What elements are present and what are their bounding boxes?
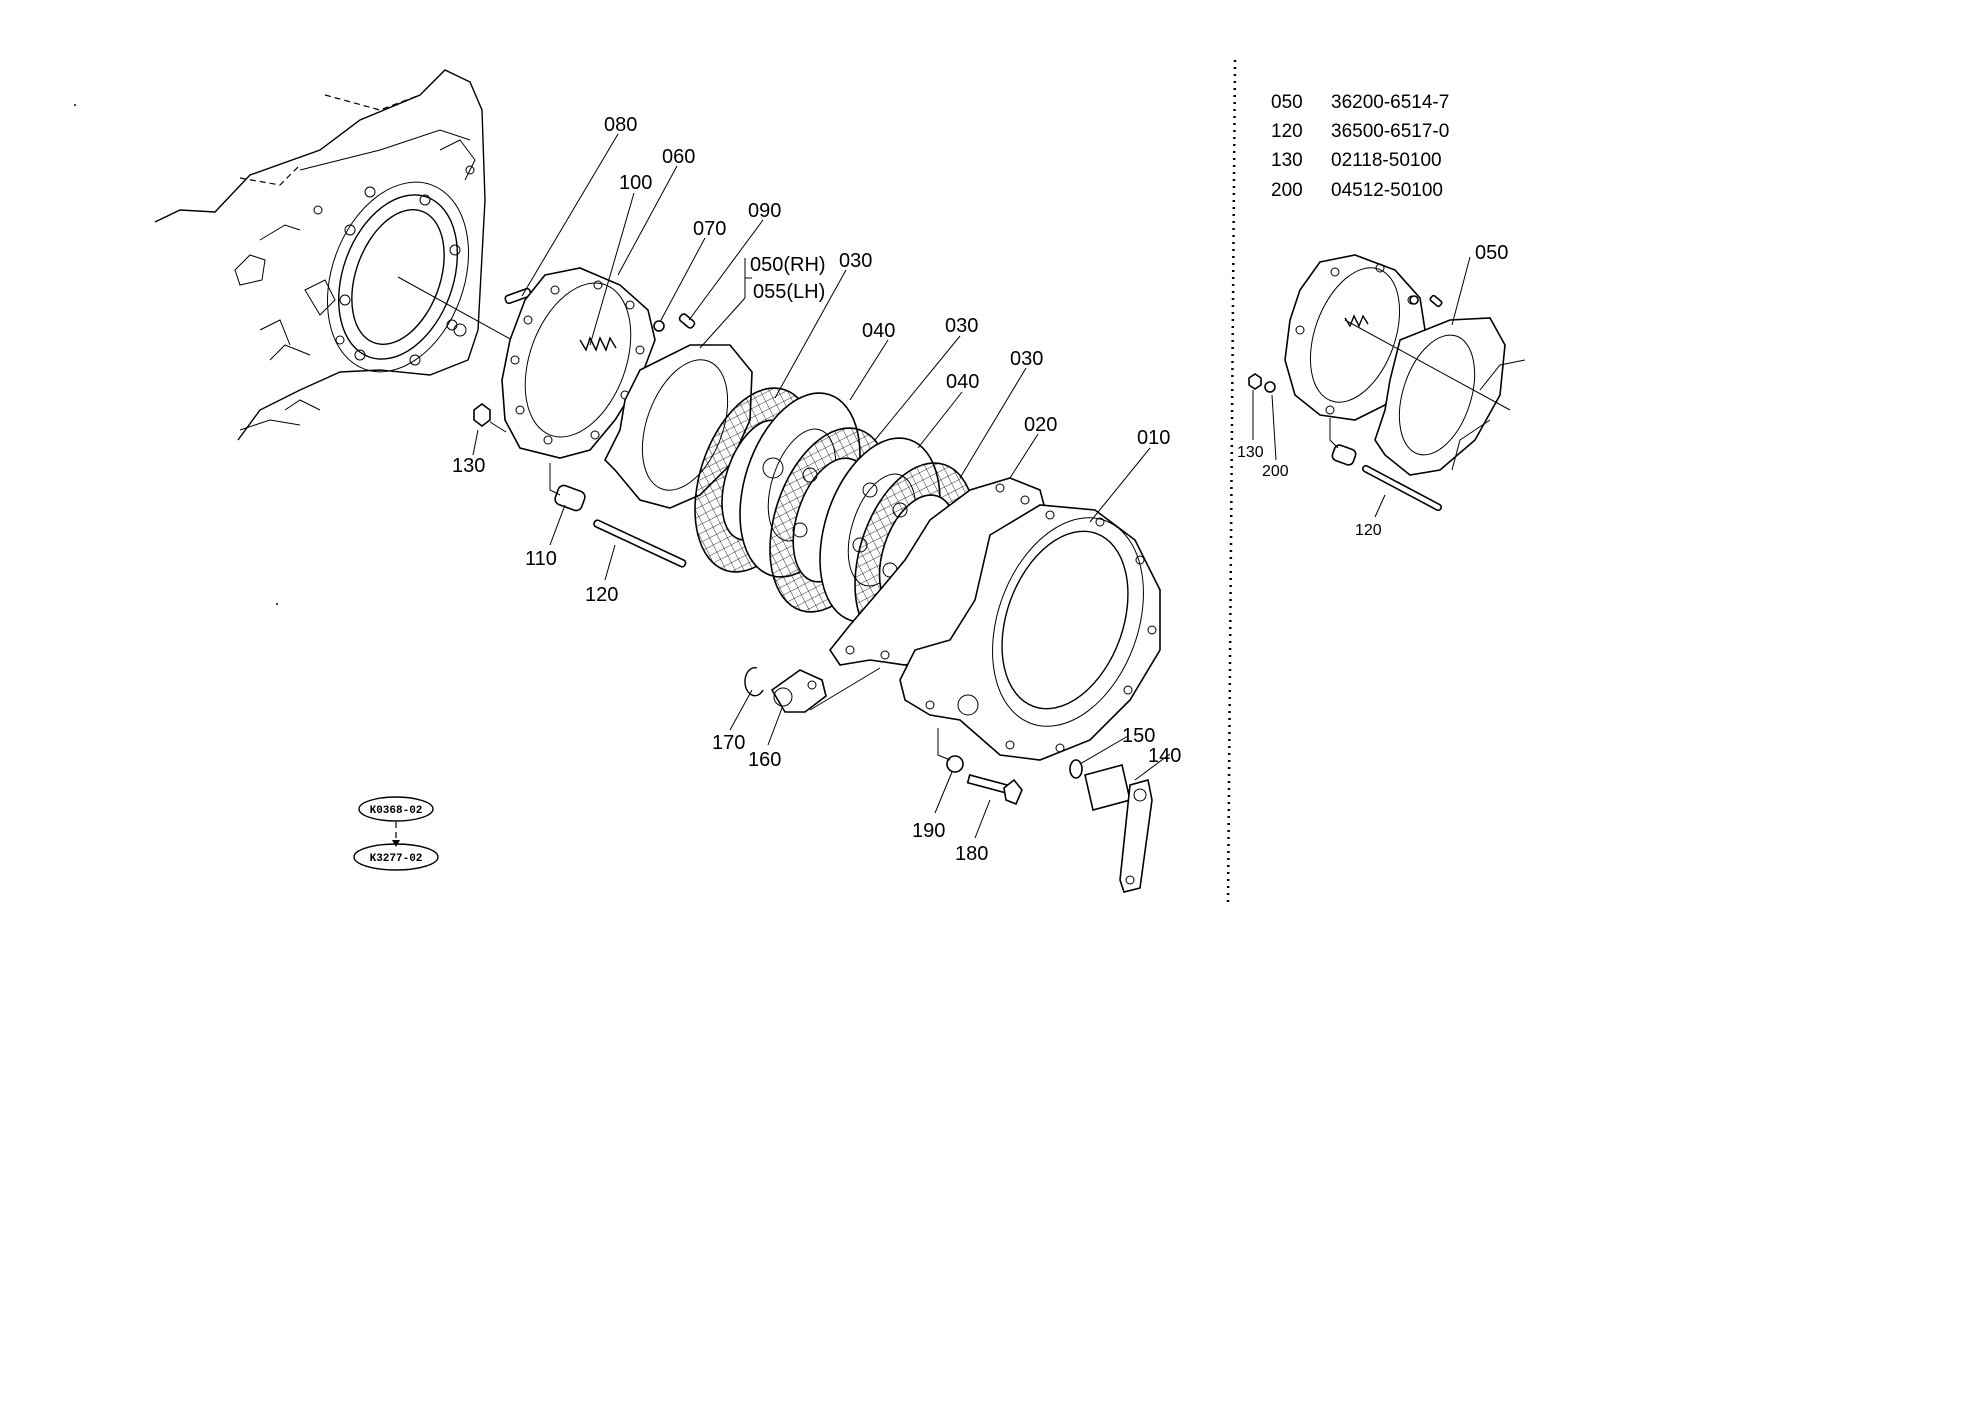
part-010-brake-housing xyxy=(899,504,1161,761)
exploded-parts-diagram: 080 060 100 070 090 050(RH) 055(LH) 030 … xyxy=(74,59,1526,906)
part-120-stud xyxy=(593,519,687,568)
inset-callout-130: 130 xyxy=(1237,444,1264,461)
speck xyxy=(74,104,76,106)
table-row-part-no: 36500-6517-0 xyxy=(1331,121,1449,142)
callout-leader-lines xyxy=(472,133,1171,839)
callout-140: 140 xyxy=(1148,745,1181,767)
table-row-ref: 200 xyxy=(1271,180,1303,201)
callout-050-rh: 050(RH) xyxy=(750,254,826,276)
callout-120: 120 xyxy=(585,584,618,606)
callout-055-lh: 055(LH) xyxy=(753,281,825,303)
callout-030-c: 030 xyxy=(1010,348,1043,370)
callout-110: 110 xyxy=(525,548,557,570)
inset-callout-050: 050 xyxy=(1475,242,1508,264)
table-row-part-no: 02118-50100 xyxy=(1331,150,1442,171)
callout-030-b: 030 xyxy=(945,315,978,337)
part-090-pin xyxy=(678,313,696,329)
page-reference-from[interactable]: K0368-02 xyxy=(358,796,434,822)
callout-190: 190 xyxy=(912,820,945,842)
callout-040-b: 040 xyxy=(946,371,979,393)
part-190-washer xyxy=(946,755,964,773)
inset-callout-120: 120 xyxy=(1355,522,1382,539)
callout-130: 130 xyxy=(452,455,485,477)
callout-020: 020 xyxy=(1024,414,1057,436)
part-170-circlip xyxy=(744,667,764,697)
table-row-part-no: 36200-6514-7 xyxy=(1331,92,1449,113)
table-row-ref: 120 xyxy=(1271,121,1303,142)
speck xyxy=(276,603,278,605)
table-row-ref: 130 xyxy=(1271,150,1303,171)
part-070-ball xyxy=(653,320,665,332)
part-160-lever xyxy=(770,669,827,713)
callout-100: 100 xyxy=(619,172,652,194)
part-180-bolt xyxy=(966,773,1023,806)
page-ref-to-label: K3277-02 xyxy=(370,853,423,865)
table-row-ref: 050 xyxy=(1271,92,1303,113)
inset-variant-drawing: 050 130 200 120 xyxy=(1237,242,1526,539)
part-110-collar xyxy=(554,484,586,512)
nut-axis-line xyxy=(489,421,507,433)
callout-labels: 080 060 100 070 090 050(RH) 055(LH) 030 … xyxy=(452,114,1181,865)
inset-callout-200: 200 xyxy=(1262,463,1289,480)
callout-030-a: 030 xyxy=(839,250,872,272)
part-140-shaft-arm xyxy=(1084,764,1153,893)
callout-080: 080 xyxy=(604,114,637,136)
part-060-plate xyxy=(501,267,656,459)
part-150-o-ring xyxy=(1069,759,1083,779)
callout-070: 070 xyxy=(693,218,726,240)
collar-leader-line xyxy=(549,463,561,496)
callout-170: 170 xyxy=(712,732,745,754)
part-100-spring xyxy=(579,336,617,352)
callout-180: 180 xyxy=(955,843,988,865)
callout-040-a: 040 xyxy=(862,320,895,342)
lever-axis-line xyxy=(809,667,881,711)
transmission-case-drawing xyxy=(154,69,486,441)
callout-160: 160 xyxy=(748,749,781,771)
part-130-nut xyxy=(473,403,491,427)
bolt-leader-line xyxy=(937,728,951,761)
part-number-table: 050 36200-6514-7 120 36500-6517-0 130 02… xyxy=(1271,92,1449,201)
callout-150: 150 xyxy=(1122,725,1155,747)
table-row-part-no: 04512-50100 xyxy=(1331,180,1443,201)
callout-090: 090 xyxy=(748,200,781,222)
callout-060: 060 xyxy=(662,146,695,168)
callout-010: 010 xyxy=(1137,427,1170,449)
page-reference-to[interactable]: K3277-02 xyxy=(353,843,439,871)
page-ref-from-label: K0368-02 xyxy=(370,805,423,817)
section-divider xyxy=(1226,59,1237,906)
